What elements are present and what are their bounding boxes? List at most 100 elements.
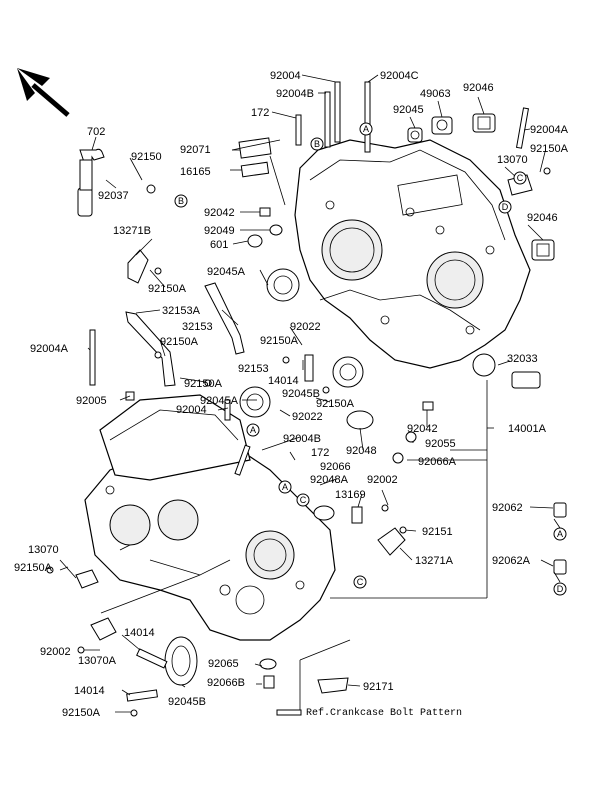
label-92005: 92005 <box>76 395 107 407</box>
label-92042-mid: 92042 <box>407 423 438 435</box>
svg-text:A: A <box>557 529 563 539</box>
label-13271B: 13271B <box>113 225 151 237</box>
svg-text:C: C <box>357 577 364 587</box>
label-92037: 92037 <box>98 190 129 202</box>
plate-13070A <box>90 617 117 641</box>
label-13070A: 13070A <box>78 655 117 667</box>
label-92150A-left: 92150A <box>148 283 187 295</box>
label-92045B-bottom: 92045B <box>168 696 206 708</box>
label-92046-top: 92046 <box>463 82 494 94</box>
callout-C-low: C <box>353 575 367 589</box>
part-labels: 92004 92004C 92004B 172 49063 92045 9204… <box>14 70 569 719</box>
label-172-top: 172 <box>251 107 269 119</box>
callout-A-mid: A <box>246 423 260 437</box>
label-13070-top: 13070 <box>497 154 528 166</box>
label-92150A-mid3: 92150A <box>184 378 223 390</box>
bearing-49063 <box>431 116 453 135</box>
svg-text:D: D <box>557 584 564 594</box>
plate-13169 <box>351 506 363 524</box>
callout-A-right: A <box>553 527 567 541</box>
oil-pipe-32153 <box>204 282 245 355</box>
label-92004B-top: 92004B <box>276 88 314 100</box>
bearing-92046-top <box>472 113 496 133</box>
label-14014-bottom: 14014 <box>74 685 105 697</box>
label-49063: 49063 <box>420 88 451 100</box>
callout-C-mid: C <box>296 493 310 507</box>
callout-D-bottomright: D <box>553 582 567 596</box>
bearing-92046-right <box>531 239 555 261</box>
label-92150A-mid4: 92150A <box>316 398 355 410</box>
label-32153: 32153 <box>182 321 213 333</box>
callout-D-right: D <box>498 200 512 214</box>
label-92042-top: 92042 <box>204 207 235 219</box>
label-92066: 92066 <box>320 461 351 473</box>
callout-B-left: B <box>174 194 188 208</box>
label-92065: 92065 <box>208 658 239 670</box>
label-92150A-left2: 92150A <box>14 562 53 574</box>
label-92150A-topright: 92150A <box>530 143 569 155</box>
svg-text:A: A <box>363 124 369 134</box>
label-92004B-mid: 92004B <box>283 433 321 445</box>
svg-text:C: C <box>300 495 307 505</box>
label-172-mid: 172 <box>311 447 329 459</box>
svg-text:A: A <box>250 425 256 435</box>
bearing-92045 <box>407 127 423 143</box>
callout-A-mid2: A <box>278 480 292 494</box>
seal-32033 <box>472 353 541 389</box>
guide-14014-mid <box>304 354 314 382</box>
leader-lines <box>59 74 561 713</box>
plug-92062A <box>553 559 567 575</box>
label-92045: 92045 <box>393 104 424 116</box>
label-14014-low: 14014 <box>124 627 155 639</box>
label-92004A-left: 92004A <box>30 343 69 355</box>
plate-13070-left <box>75 569 99 589</box>
label-601: 601 <box>210 239 228 251</box>
svg-text:D: D <box>502 202 509 212</box>
bearing-92045B <box>332 356 364 388</box>
bearing-92045A-top <box>266 268 300 302</box>
label-92046-right: 92046 <box>527 212 558 224</box>
bearing-92045A-mid <box>239 386 271 418</box>
label-92022-top: 92022 <box>290 321 321 333</box>
label-92066A: 92066A <box>418 456 457 468</box>
label-92071: 92071 <box>180 144 211 156</box>
bearing-92045B-bottom <box>164 636 198 686</box>
washer-92065 <box>259 658 277 670</box>
gasket-92071 <box>238 137 272 178</box>
lower-crankcase <box>84 394 336 641</box>
clip-92171 <box>317 677 349 694</box>
svg-text:A: A <box>282 482 288 492</box>
ref-crankcase-bolt-pattern-note: Ref.Crankcase Bolt Pattern <box>306 707 462 719</box>
guide-14014-low <box>136 648 168 669</box>
label-92150: 92150 <box>131 151 162 163</box>
label-92153: 92153 <box>238 363 269 375</box>
label-92022-mid: 92022 <box>292 411 323 423</box>
label-92045B-mid: 92045B <box>282 388 320 400</box>
callout-B-top: B <box>310 137 324 151</box>
label-13169: 13169 <box>335 489 366 501</box>
svg-text:C: C <box>517 173 524 183</box>
plate-13271B <box>127 249 149 284</box>
label-16165: 16165 <box>180 166 211 178</box>
bushing-92048 <box>346 410 374 430</box>
label-92062: 92062 <box>492 502 523 514</box>
bolt-bottom <box>276 709 302 716</box>
label-92150A-mid1: 92150A <box>160 336 199 348</box>
label-92004C: 92004C <box>380 70 419 82</box>
label-92004A-right: 92004A <box>530 124 569 136</box>
guide-14014-bottom <box>126 689 158 702</box>
label-92048: 92048 <box>346 445 377 457</box>
plug-92062 <box>553 502 567 518</box>
plate-13271A <box>377 527 406 556</box>
label-13271A: 13271A <box>415 555 454 567</box>
label-92151: 92151 <box>422 526 453 538</box>
label-92171: 92171 <box>363 681 394 693</box>
label-92055: 92055 <box>425 438 456 450</box>
label-14014-mid: 14014 <box>268 375 299 387</box>
label-92004-mid: 92004 <box>176 404 207 416</box>
breather-hose-702 <box>77 148 105 217</box>
label-92066B: 92066B <box>207 677 245 689</box>
label-92150A-bottom: 92150A <box>62 707 101 719</box>
